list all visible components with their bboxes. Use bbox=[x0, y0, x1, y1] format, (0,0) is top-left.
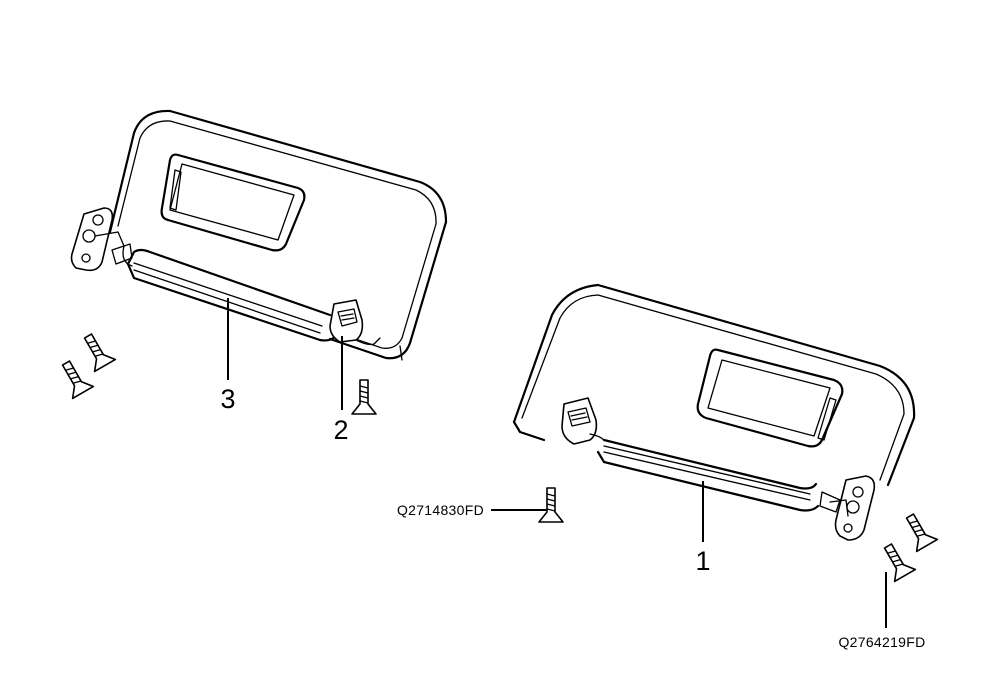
screw-icon bbox=[876, 539, 917, 583]
part-number-q2764219fd: Q2764219FD bbox=[838, 634, 925, 650]
part-number-q2714830fd: Q2714830FD bbox=[397, 502, 484, 518]
screw-icon bbox=[898, 509, 939, 553]
callout-1: 1 bbox=[695, 546, 710, 576]
hinge-bracket-right bbox=[829, 475, 876, 541]
mirror-left bbox=[160, 153, 306, 252]
sun-visor-left bbox=[108, 109, 448, 361]
visor-clip-right bbox=[561, 397, 605, 445]
callout-2: 2 bbox=[333, 415, 348, 445]
hinge-bracket-left bbox=[70, 207, 133, 272]
callout-3: 3 bbox=[220, 384, 235, 414]
screw-icon bbox=[76, 329, 117, 373]
screw-icon bbox=[538, 487, 564, 523]
visor-clip-left bbox=[329, 299, 381, 346]
screw-icon bbox=[54, 356, 95, 400]
sun-visor-right bbox=[512, 283, 916, 513]
mirror-right bbox=[696, 348, 844, 448]
screw-icon bbox=[351, 379, 377, 415]
